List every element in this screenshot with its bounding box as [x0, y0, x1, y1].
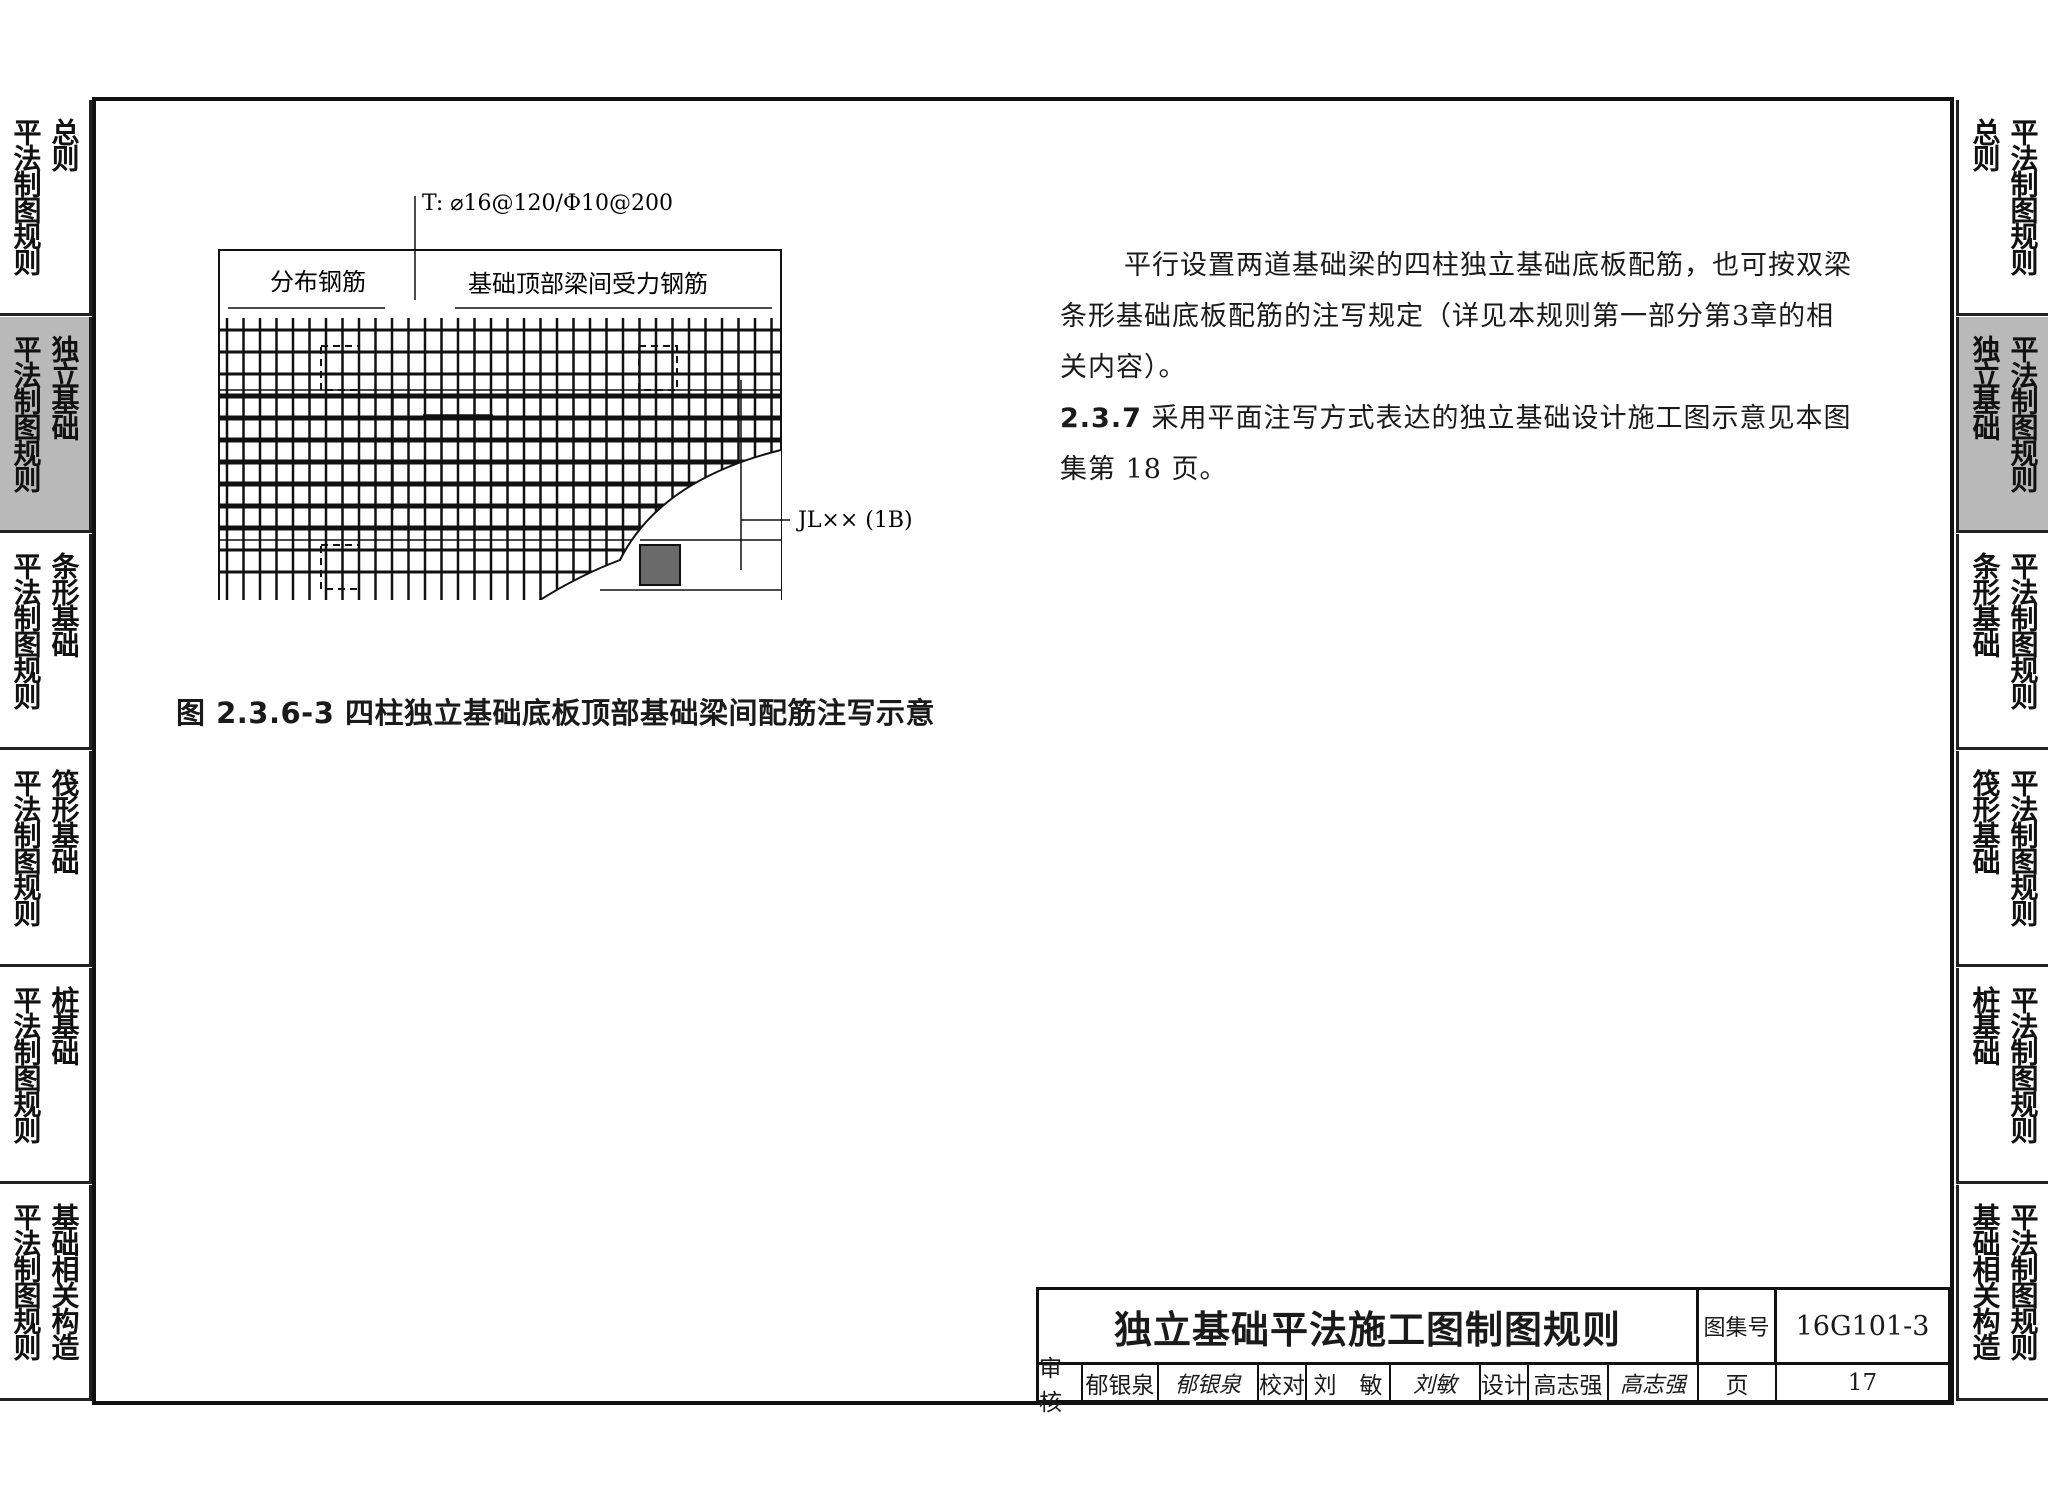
section-tab[interactable]: 独立基础平法制图规则 [1956, 317, 2048, 533]
label-top-bars: 基础顶部梁间受力钢筋 [468, 270, 708, 298]
atlas-label: 图集号 [1699, 1290, 1777, 1362]
design-label: 设计 [1481, 1365, 1529, 1400]
figure-caption: 图 2.3.6-3 四柱独立基础底板顶部基础梁间配筋注写示意 [176, 696, 935, 730]
title-block: 独立基础平法施工图制图规则 图集号 16G101-3 审核 郁银泉 郁银泉 校对… [1036, 1287, 1951, 1416]
section-tab[interactable]: 筏形基础平法制图规则 [1956, 751, 2048, 967]
label-beam: JL×× (1B) [796, 508, 913, 533]
page-number: 17 [1847, 1369, 1878, 1396]
section-tab-label: 平法制图规则 [2006, 118, 2040, 274]
designer-signature: 高志强 [1609, 1365, 1699, 1400]
section-tab-label: 条形基础 [47, 552, 81, 656]
page-label: 页 [1699, 1365, 1777, 1400]
section-tab-label: 桩基础 [1968, 986, 2002, 1064]
section-tab-label: 独立基础 [1968, 335, 2002, 439]
section-tab-label: 平法制图规则 [2006, 769, 2040, 925]
checker-signature: 刘敏 [1391, 1365, 1481, 1400]
section-tab-label: 总则 [1968, 118, 2002, 170]
section-tab[interactable]: 条形基础平法制图规则 [1956, 534, 2048, 750]
section-tab-label: 基础相关构造 [1968, 1203, 2002, 1359]
drawing-frame [92, 97, 1954, 1405]
reviewer-signature: 郁银泉 [1159, 1365, 1259, 1400]
paragraph-2-text: 采用平面注写方式表达的独立基础设计施工图示意见本图集第 18 页。 [1060, 403, 1852, 485]
section-tab-label: 平法制图规则 [2006, 986, 2040, 1142]
section-tab-label: 平法制图规则 [9, 118, 43, 274]
section-tab-label: 平法制图规则 [9, 986, 43, 1142]
section-tab-label: 平法制图规则 [2006, 335, 2040, 491]
section-tab-label: 平法制图规则 [2006, 552, 2040, 708]
check-label: 校对 [1259, 1365, 1307, 1400]
signature-row: 审核 郁银泉 郁银泉 校对 刘 敏 刘敏 设计 高志强 高志强 页 17 [1039, 1356, 1948, 1416]
section-tab-label: 独立基础 [47, 335, 81, 439]
section-tab[interactable]: 平法制图规则总则 [0, 100, 92, 316]
label-distribution: 分布钢筋 [270, 268, 366, 296]
section-tab-label: 条形基础 [1968, 552, 2002, 656]
section-tab[interactable]: 平法制图规则筏形基础 [0, 751, 92, 967]
section-tab[interactable]: 总则平法制图规则 [1956, 100, 2048, 316]
section-tab[interactable]: 平法制图规则桩基础 [0, 968, 92, 1184]
paragraph-2: 2.3.7 采用平面注写方式表达的独立基础设计施工图示意见本图集第 18 页。 [1060, 393, 1860, 495]
column-dashed [320, 544, 360, 590]
designer-name: 高志强 [1529, 1365, 1609, 1400]
atlas-number: 16G101-3 [1795, 1310, 1930, 1342]
section-tab-label: 总则 [47, 118, 81, 170]
review-label: 审核 [1039, 1356, 1083, 1416]
column-dashed [638, 345, 678, 391]
section-tab-label: 筏形基础 [1968, 769, 2002, 873]
section-tab[interactable]: 平法制图规则独立基础 [0, 317, 92, 533]
section-tab[interactable]: 桩基础平法制图规则 [1956, 968, 2048, 1184]
rebar-figure: T: ⌀16@120/Φ10@200 分布钢筋 基础顶部梁间受力钢筋 JL×× … [218, 191, 913, 600]
column-solid [639, 544, 681, 586]
column-dashed [320, 345, 360, 391]
drawing-title: 独立基础平法施工图制图规则 [1039, 1290, 1699, 1362]
checker-name: 刘 敏 [1307, 1365, 1391, 1400]
section-tab[interactable]: 基础相关构造平法制图规则 [1956, 1185, 2048, 1401]
paragraph-1: 平行设置两道基础梁的四柱独立基础底板配筋，也可按双梁条形基础底板配筋的注写规定（… [1060, 250, 1852, 383]
section-tab-label: 平法制图规则 [9, 1203, 43, 1359]
body-text: 平行设置两道基础梁的四柱独立基础底板配筋，也可按双梁条形基础底板配筋的注写规定（… [1060, 240, 1860, 495]
section-tab-label: 平法制图规则 [9, 769, 43, 925]
section-tab[interactable]: 平法制图规则条形基础 [0, 534, 92, 750]
section-tab-label: 桩基础 [47, 986, 81, 1064]
section-tab-label: 平法制图规则 [9, 335, 43, 491]
section-number: 2.3.7 [1060, 403, 1142, 434]
section-tab-label: 平法制图规则 [9, 552, 43, 708]
rebar-grid [219, 318, 781, 600]
cutaway-edge [538, 449, 782, 600]
section-tab-label: 基础相关构造 [47, 1203, 81, 1359]
cutaway-area [540, 450, 781, 600]
section-tab[interactable]: 平法制图规则基础相关构造 [0, 1185, 92, 1401]
section-tab-label: 筏形基础 [47, 769, 81, 873]
section-tab-label: 平法制图规则 [2006, 1203, 2040, 1359]
top-annotation: T: ⌀16@120/Φ10@200 [422, 191, 673, 216]
reviewer-name: 郁银泉 [1083, 1365, 1159, 1400]
